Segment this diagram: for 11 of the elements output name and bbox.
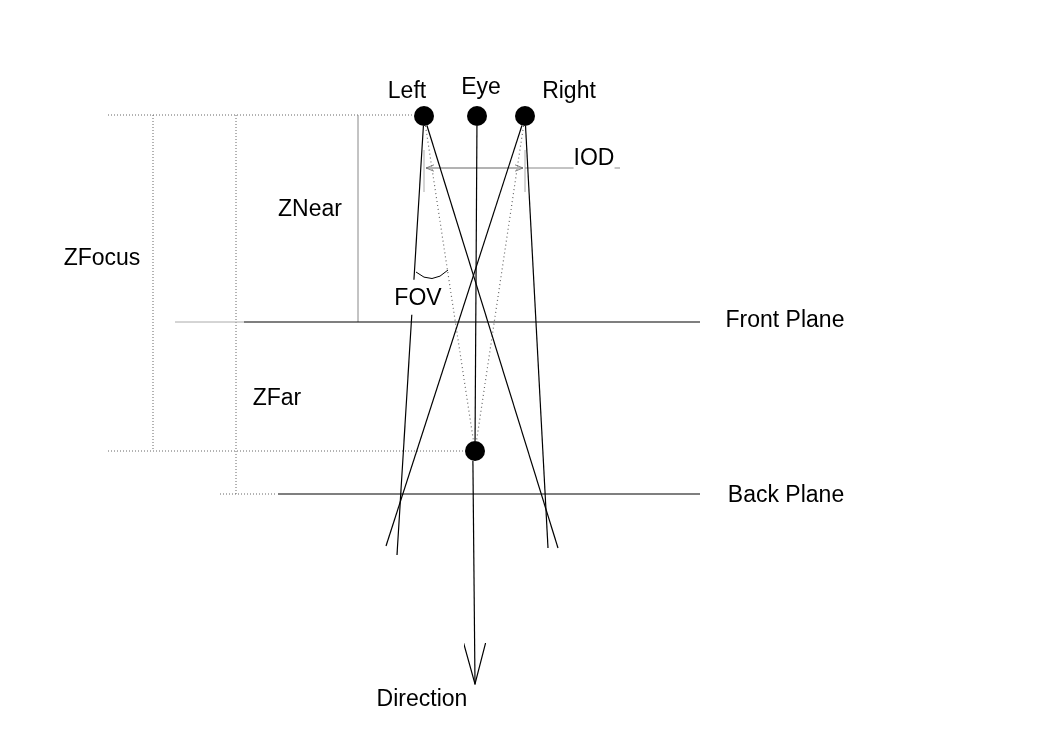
point-label: Left (387, 75, 427, 105)
line (474, 125, 478, 442)
point-label: Right (542, 75, 596, 105)
line (524, 125, 549, 549)
dimension-label: FOV (394, 279, 442, 315)
direction-label: Direction (366, 684, 478, 712)
point-label: Eye (461, 71, 501, 101)
line (426, 124, 559, 549)
arrow (463, 460, 487, 685)
line (385, 124, 523, 547)
line (396, 125, 424, 556)
